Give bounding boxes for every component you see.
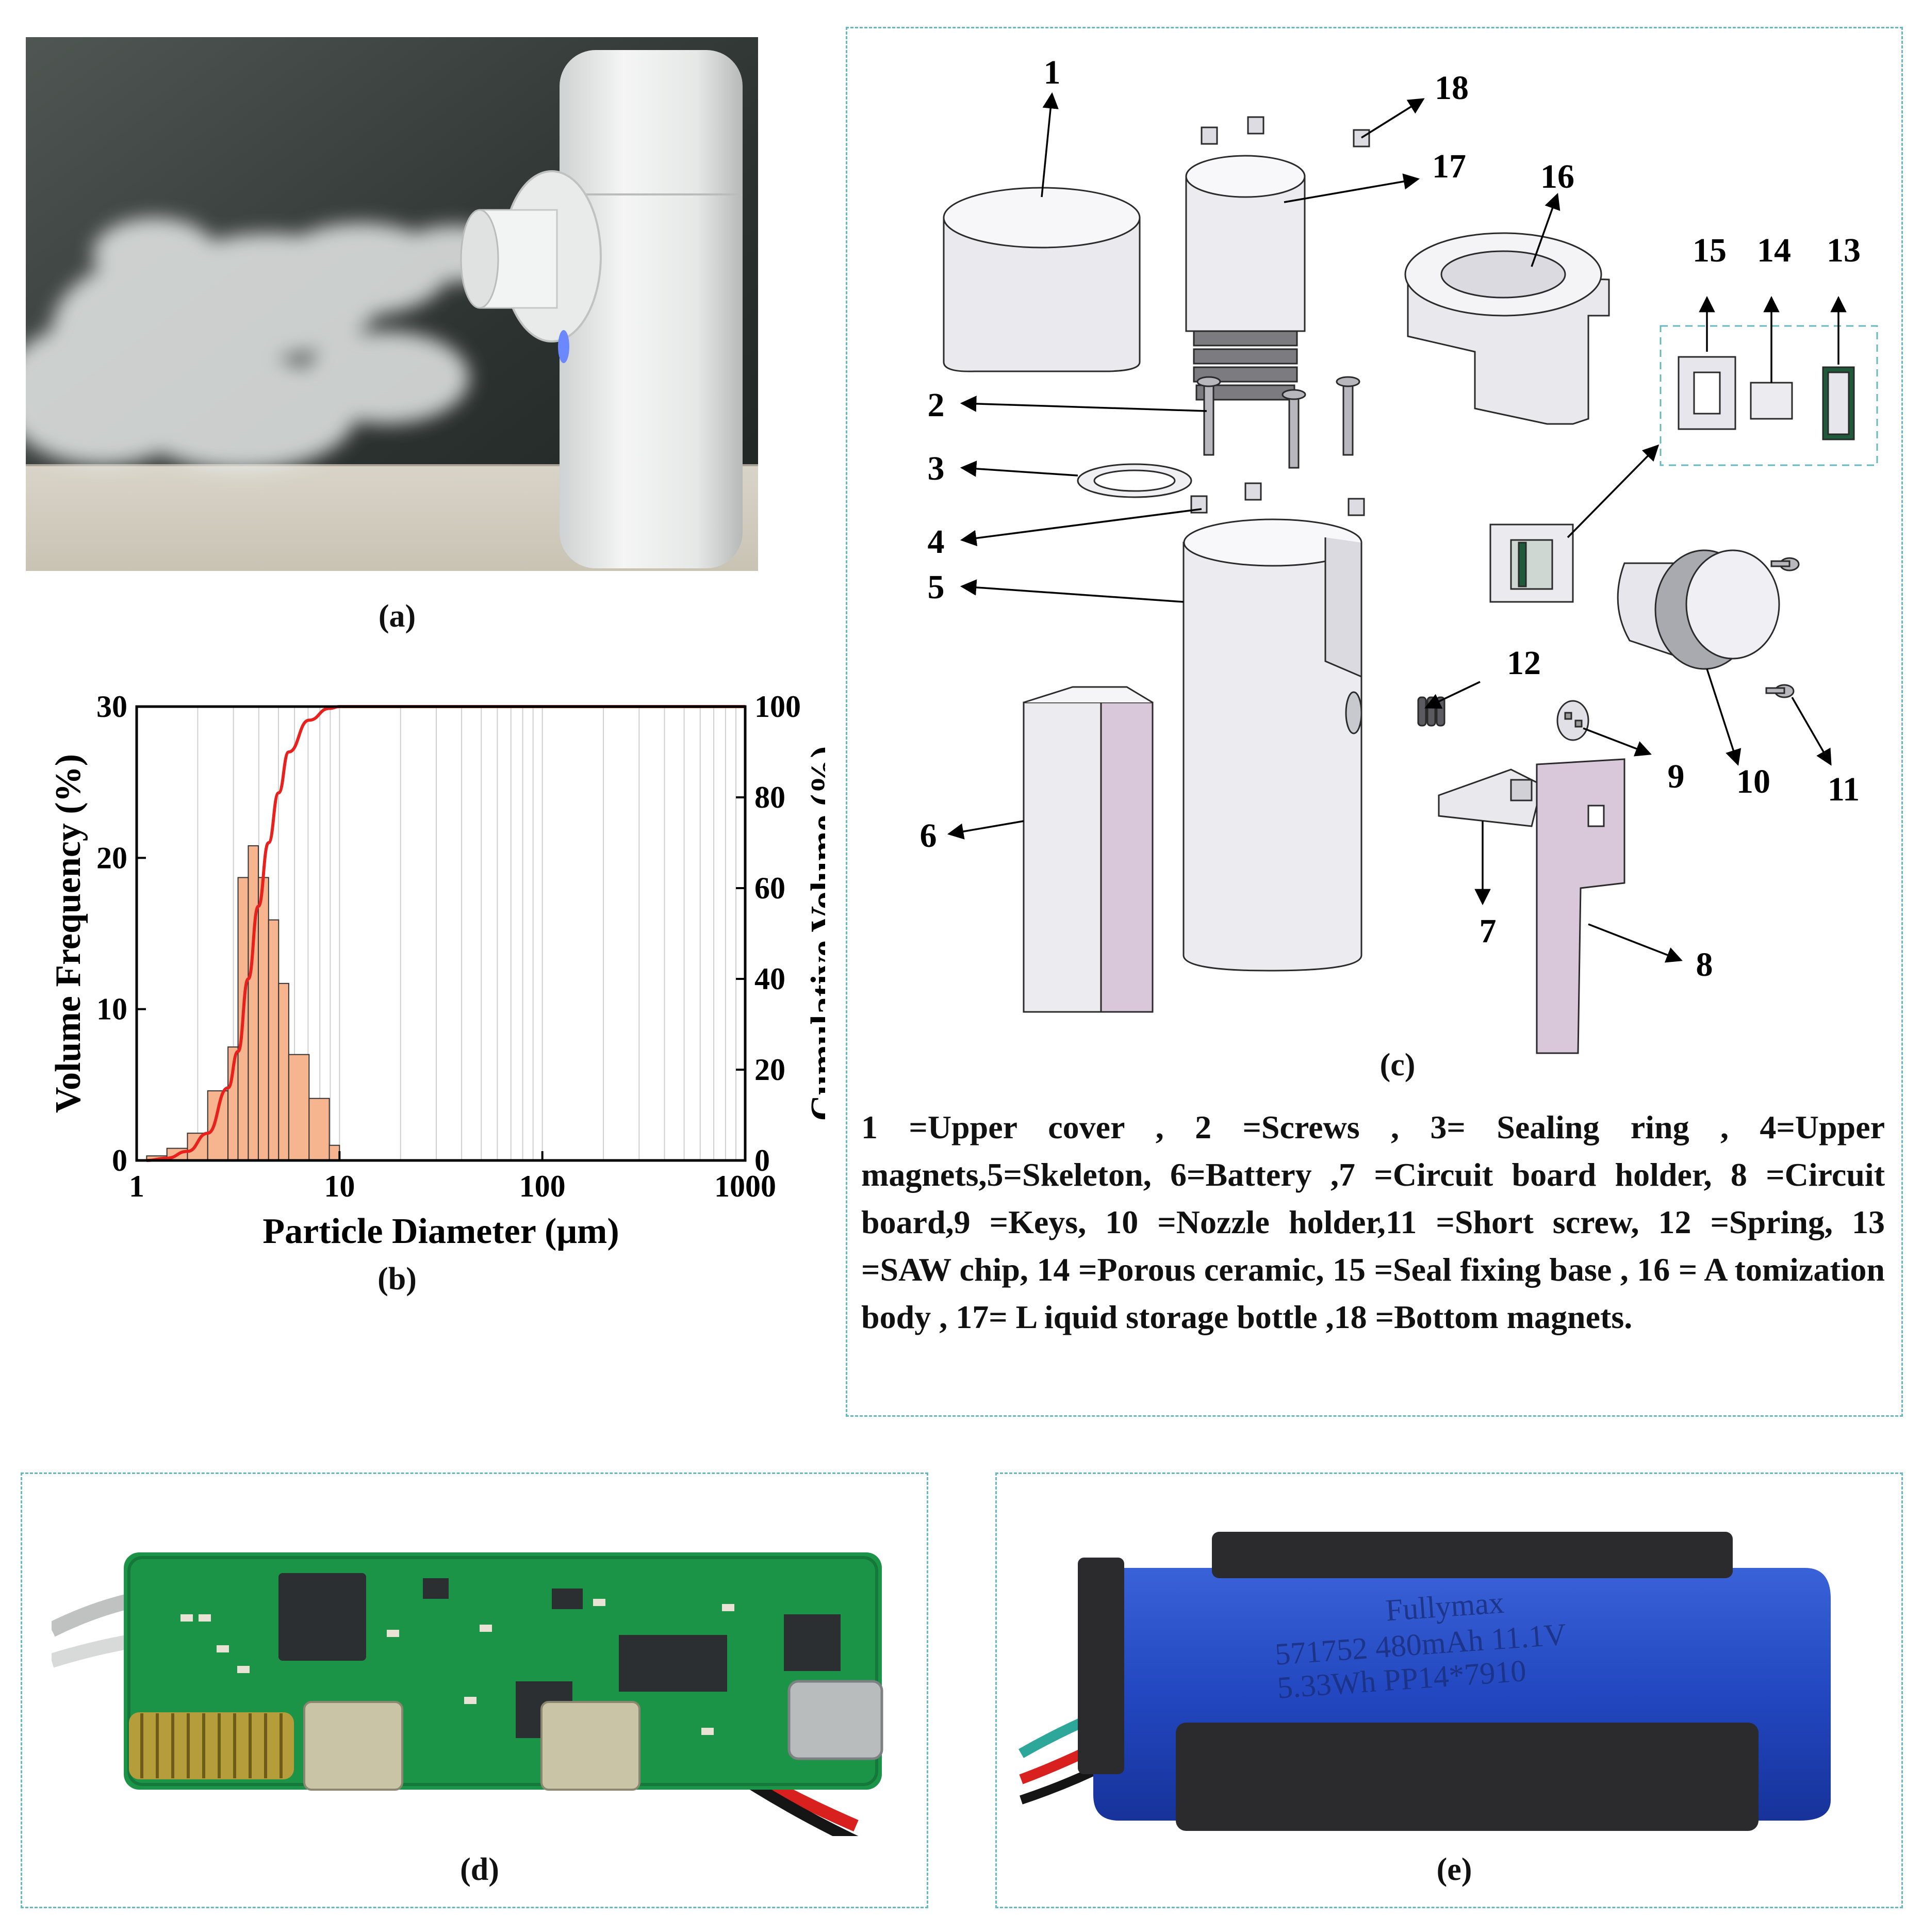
- part-bottom-magnets: [1201, 116, 1370, 148]
- histogram-bar: [278, 983, 289, 1161]
- part-circuit-board-holder: [1438, 768, 1543, 827]
- parts-legend: 1 =Upper cover , 2 =Screws , 3= Sealing …: [861, 1109, 1885, 1335]
- y2-tick-label: 80: [754, 780, 785, 814]
- usb-c-port: [787, 1680, 883, 1760]
- label-10: 10: [1736, 763, 1770, 800]
- histogram-bar: [268, 919, 280, 1161]
- label-3: 3: [928, 450, 945, 487]
- label-5: 5: [928, 568, 945, 606]
- chart-bars: [146, 845, 340, 1161]
- y2-tick-label: 0: [754, 1143, 770, 1177]
- part-circuit-board: [1536, 758, 1625, 1054]
- part-nozzle-holder: [1617, 549, 1780, 670]
- part-saw-chip: [1822, 366, 1855, 440]
- caption-c: (c): [1379, 1047, 1416, 1083]
- caption-a: (a): [378, 599, 416, 634]
- label-13: 13: [1827, 232, 1861, 269]
- pcb-inductors: [303, 1701, 640, 1791]
- part-upper-magnets: [1190, 482, 1365, 516]
- part-upper-cover: [943, 187, 1141, 372]
- label-8: 8: [1696, 946, 1713, 984]
- label-4: 4: [928, 523, 945, 561]
- circuit-board-photo: [52, 1511, 902, 1836]
- label-16: 16: [1540, 158, 1574, 195]
- chart-y2-label: Cumulative Volume (%): [804, 746, 825, 1121]
- panel-c-frame: [846, 27, 1903, 1417]
- label-2: 2: [928, 386, 945, 424]
- part-number-labels: 1 2 3 4 5 6 7 8 9 10 11 12 13 14 15 16 1…: [920, 54, 1861, 984]
- label-12: 12: [1507, 644, 1541, 682]
- label-1: 1: [1044, 54, 1061, 91]
- part-keys: [1556, 700, 1589, 741]
- histogram-bar: [187, 1133, 208, 1161]
- chart-frame: [135, 705, 747, 1162]
- x-tick-label: 100: [519, 1169, 566, 1203]
- y-tick-label: 0: [112, 1143, 127, 1177]
- leader-arrows: [947, 92, 1847, 963]
- led-indicator: [558, 330, 569, 363]
- label-6: 6: [920, 817, 937, 855]
- label-11: 11: [1828, 771, 1860, 808]
- pcb-coil: [129, 1712, 294, 1779]
- battery-photo: Fullymax 571752 480mAh 11.1V 5.33Wh PP14…: [1016, 1511, 1887, 1831]
- label-14: 14: [1757, 232, 1791, 269]
- x-tick-label: 1: [129, 1169, 144, 1203]
- panel-d-frame: [21, 1472, 928, 1908]
- pcb-coil-turns: [140, 1713, 283, 1778]
- chart-grid: [197, 707, 737, 1160]
- part-seal-fixing-base: [1678, 356, 1736, 430]
- pcb-chips: [278, 1573, 841, 1738]
- histogram-bar: [328, 1144, 340, 1161]
- part-sealing-ring-inner: [1093, 469, 1176, 492]
- part-short-screws: [1765, 557, 1800, 698]
- part-battery: [1023, 686, 1154, 1013]
- y2-tick-label: 100: [754, 690, 801, 724]
- pcb-passives: [180, 1599, 734, 1735]
- histogram-bar: [257, 877, 269, 1161]
- label-15: 15: [1693, 232, 1727, 269]
- y-tick-label: 30: [96, 690, 127, 724]
- histogram-bar: [308, 1098, 330, 1161]
- histogram-bar: [288, 1054, 310, 1161]
- label-18: 18: [1435, 69, 1469, 107]
- y2-tick-label: 20: [754, 1053, 785, 1087]
- mist-plume: [26, 218, 511, 470]
- device-body: [560, 50, 743, 568]
- exploded-diagram: 1 2 3 4 5 6 7 8 9 10 11 12 13 14 15 16 1…: [920, 54, 1878, 1054]
- caption-e: (e): [1436, 1852, 1472, 1887]
- part-screws: [1196, 376, 1360, 469]
- x-tick-label: 1000: [714, 1169, 776, 1203]
- chart-y-label: Volume Frequency (%): [52, 754, 88, 1113]
- battery-brand: Fullymax: [1385, 1585, 1505, 1628]
- subassembly-box: [1660, 325, 1878, 466]
- part-porous-ceramic: [1750, 382, 1793, 420]
- histogram-bar: [248, 845, 259, 1161]
- nebulizer-photo: [26, 37, 758, 571]
- foam-pads: [1078, 1532, 1759, 1831]
- caption-d: (d): [460, 1852, 499, 1887]
- part-skeleton: [1182, 518, 1362, 972]
- caption-b: (b): [377, 1262, 417, 1297]
- panel-e-frame: [995, 1472, 1903, 1908]
- part-atomization-body: [1404, 232, 1610, 425]
- y-tick-label: 20: [96, 841, 127, 875]
- chart-x-label: Particle Diameter (μm): [262, 1211, 619, 1251]
- label-7: 7: [1480, 912, 1497, 950]
- histogram-bar: [207, 1090, 229, 1161]
- cumulative-curve: [146, 705, 745, 1162]
- label-17: 17: [1432, 148, 1466, 185]
- label-9: 9: [1668, 758, 1685, 795]
- part-liquid-bottle: [1185, 155, 1306, 401]
- part-saw-module: [1489, 523, 1574, 603]
- y2-tick-label: 40: [754, 962, 785, 996]
- y-tick-label: 10: [96, 992, 127, 1026]
- x-tick-label: 10: [324, 1169, 355, 1203]
- y2-tick-label: 60: [754, 871, 785, 905]
